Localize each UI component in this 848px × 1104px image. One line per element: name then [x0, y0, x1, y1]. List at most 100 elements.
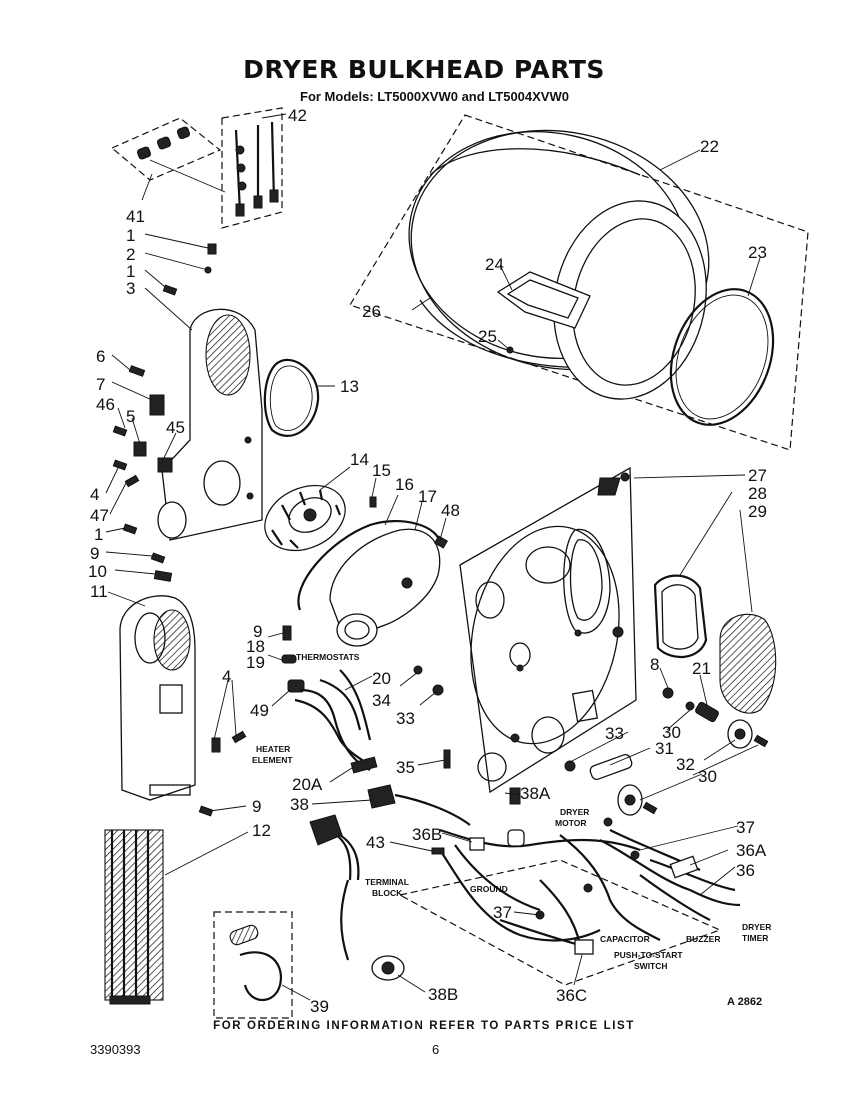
- bulkhead-panel-27: [459, 466, 637, 794]
- callout-9: 9: [252, 797, 261, 816]
- label-push-to-start-1: PUSH-TO-START: [614, 950, 683, 960]
- callout-18: 18: [246, 637, 265, 656]
- heater-harness-20: [281, 625, 451, 774]
- callout-32: 32: [676, 755, 695, 774]
- callout-3: 3: [126, 279, 135, 298]
- wire-kit-42: [221, 107, 283, 229]
- callout-36: 36: [736, 861, 755, 880]
- callout-2: 2: [126, 245, 135, 264]
- callout-25: 25: [478, 327, 497, 346]
- callout-20a: 20A: [292, 775, 323, 794]
- callout-38: 38: [290, 795, 309, 814]
- callout-36a: 36A: [736, 841, 767, 860]
- power-cord-38: [309, 784, 471, 981]
- label-heater: HEATER: [256, 744, 290, 754]
- page-number: 6: [432, 1042, 440, 1057]
- callout-35: 35: [396, 758, 415, 777]
- label-buzzer: BUZZER: [686, 934, 720, 944]
- callout-29: 29: [748, 502, 767, 521]
- callout-9: 9: [90, 544, 99, 563]
- blower-housing-16: [297, 496, 449, 647]
- lint-screen-29: [719, 613, 777, 714]
- callout-42: 42: [288, 106, 307, 125]
- main-harness-36: [398, 787, 741, 986]
- models-subtitle: For Models: LT5000XVW0 and LT5004XVW0: [300, 89, 569, 104]
- cord-kit-39: [213, 911, 293, 1019]
- callout-5: 5: [126, 407, 135, 426]
- callout-49: 49: [250, 701, 269, 720]
- callout-8: 8: [650, 655, 659, 674]
- label-push-to-start-2: SWITCH: [634, 961, 668, 971]
- callout-1: 1: [94, 525, 103, 544]
- callout-30: 30: [698, 767, 717, 786]
- callout-20: 20: [372, 669, 391, 688]
- callout-24: 24: [485, 255, 504, 274]
- label-capacitor: CAPACITOR: [600, 934, 650, 944]
- label-terminal-2: BLOCK: [372, 888, 403, 898]
- callout-19: 19: [246, 653, 265, 672]
- callout-1: 1: [126, 262, 135, 281]
- callout-48: 48: [441, 501, 460, 520]
- callout-4: 4: [222, 667, 231, 686]
- callout-38a: 38A: [520, 784, 551, 803]
- callout-30: 30: [662, 723, 681, 742]
- callout-21: 21: [692, 659, 711, 678]
- blower-wheel-14: [264, 484, 346, 552]
- label-dryer-timer-2: TIMER: [742, 933, 768, 943]
- callout-10: 10: [88, 562, 107, 581]
- callout-28: 28: [748, 484, 767, 503]
- document-number: 3390393: [90, 1042, 141, 1057]
- callout-6: 6: [96, 347, 105, 366]
- page-title: DRYER BULKHEAD PARTS: [243, 55, 605, 84]
- callout-41: 41: [126, 207, 145, 226]
- label-dryer-timer-1: DRYER: [742, 922, 771, 932]
- callout-37: 37: [736, 818, 755, 837]
- label-dryer-motor-2: MOTOR: [555, 818, 586, 828]
- callout-39: 39: [310, 997, 329, 1016]
- callout-23: 23: [748, 243, 767, 262]
- callout-14: 14: [350, 450, 369, 469]
- label-terminal-1: TERMINAL: [365, 877, 409, 887]
- hardware-bag-41: [110, 117, 226, 193]
- heater-duct-11: [119, 595, 247, 817]
- blower-housing-3: [157, 308, 263, 541]
- heater-element-12: [104, 829, 164, 1005]
- callout-45: 45: [166, 418, 185, 437]
- callout-37: 37: [493, 903, 512, 922]
- callout-13: 13: [340, 377, 359, 396]
- label-dryer-motor-1: DRYER: [560, 807, 589, 817]
- callout-7: 7: [96, 375, 105, 394]
- callout-15: 15: [372, 461, 391, 480]
- label-thermostats: THERMOSTATS: [296, 652, 360, 662]
- callout-16: 16: [395, 475, 414, 494]
- callout-46: 46: [96, 395, 115, 414]
- callout-numbers: 41 42 1 2 1 3 6 7 46 5 45 4 47 1 9 10 11…: [88, 106, 767, 1016]
- callout-26: 26: [362, 302, 381, 321]
- callout-9: 9: [253, 622, 262, 641]
- callout-11: 11: [90, 582, 108, 601]
- label-ground: GROUND: [470, 884, 508, 894]
- drum-assembly-22: [349, 114, 809, 451]
- callout-4: 4: [90, 485, 99, 504]
- callout-36c: 36C: [556, 986, 587, 1005]
- drum-seal-23: [669, 288, 775, 426]
- label-element: ELEMENT: [252, 755, 293, 765]
- figure-reference: A 2862: [727, 996, 763, 1008]
- fasteners-left: [112, 243, 217, 582]
- callout-22: 22: [700, 137, 719, 156]
- callout-17: 17: [418, 487, 437, 506]
- callout-34: 34: [372, 691, 391, 710]
- callout-1: 1: [126, 226, 135, 245]
- blower-seal-13: [263, 358, 320, 437]
- callout-33: 33: [605, 724, 624, 743]
- component-labels: THERMOSTATS HEATER ELEMENT DRYER MOTOR T…: [252, 652, 771, 971]
- callout-47: 47: [90, 506, 109, 525]
- leader-lines: [105, 113, 761, 1001]
- lint-duct-28: [653, 574, 708, 659]
- callout-38b: 38B: [428, 985, 458, 1004]
- callout-31: 31: [655, 739, 674, 758]
- callout-43: 43: [366, 833, 385, 852]
- callout-36b: 36B: [412, 825, 442, 844]
